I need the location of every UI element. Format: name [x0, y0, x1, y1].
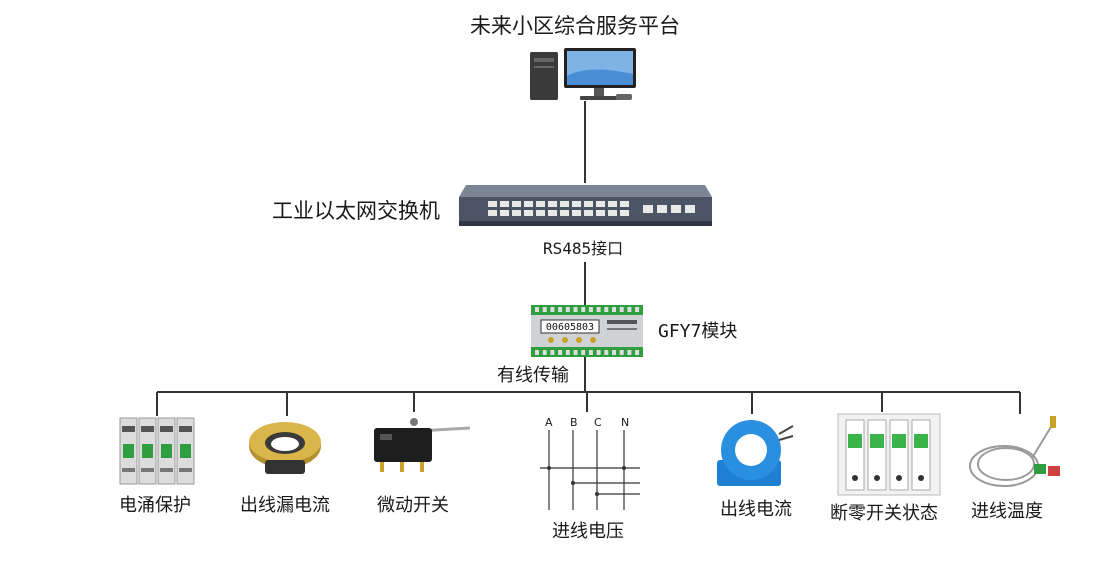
- circuit-breaker-icon: [837, 413, 941, 496]
- leakage-current-sensor-icon: [249, 422, 321, 474]
- rs485-port-label: RS485接口: [543, 239, 624, 258]
- device-label-temperature: 进线温度: [971, 501, 1043, 522]
- device-label-breaker: 断零开关状态: [830, 503, 938, 524]
- ethernet-switch-icon: [459, 185, 712, 226]
- platform-title: 未来小区综合服务平台: [470, 14, 680, 38]
- surge-protector-icon: [119, 417, 195, 485]
- device-label-leakage: 出线漏电流: [240, 495, 330, 516]
- phase-label-c: C: [594, 416, 602, 429]
- switch-label: 工业以太网交换机: [272, 199, 440, 223]
- computer-icon: [530, 48, 636, 100]
- device-label-microswitch: 微动开关: [377, 495, 449, 516]
- module-label: GFY7模块: [658, 321, 738, 342]
- device-label-current: 出线电流: [720, 499, 792, 520]
- device-label-surge: 电涌保护: [119, 495, 191, 516]
- voltage-phase-diagram: [540, 430, 640, 510]
- gfy7-module-icon: 00605803: [531, 305, 643, 357]
- phase-label-a: A: [545, 416, 553, 429]
- bus-label: 有线传输: [497, 365, 569, 386]
- module-display-digits: 00605803: [546, 322, 594, 333]
- temperature-probe-icon: [969, 416, 1060, 487]
- phase-label-b: B: [570, 416, 578, 429]
- current-sensor-icon: [717, 420, 794, 486]
- device-label-voltage: 进线电压: [552, 521, 624, 542]
- phase-label-n: N: [621, 416, 630, 429]
- micro-switch-icon: [374, 418, 471, 472]
